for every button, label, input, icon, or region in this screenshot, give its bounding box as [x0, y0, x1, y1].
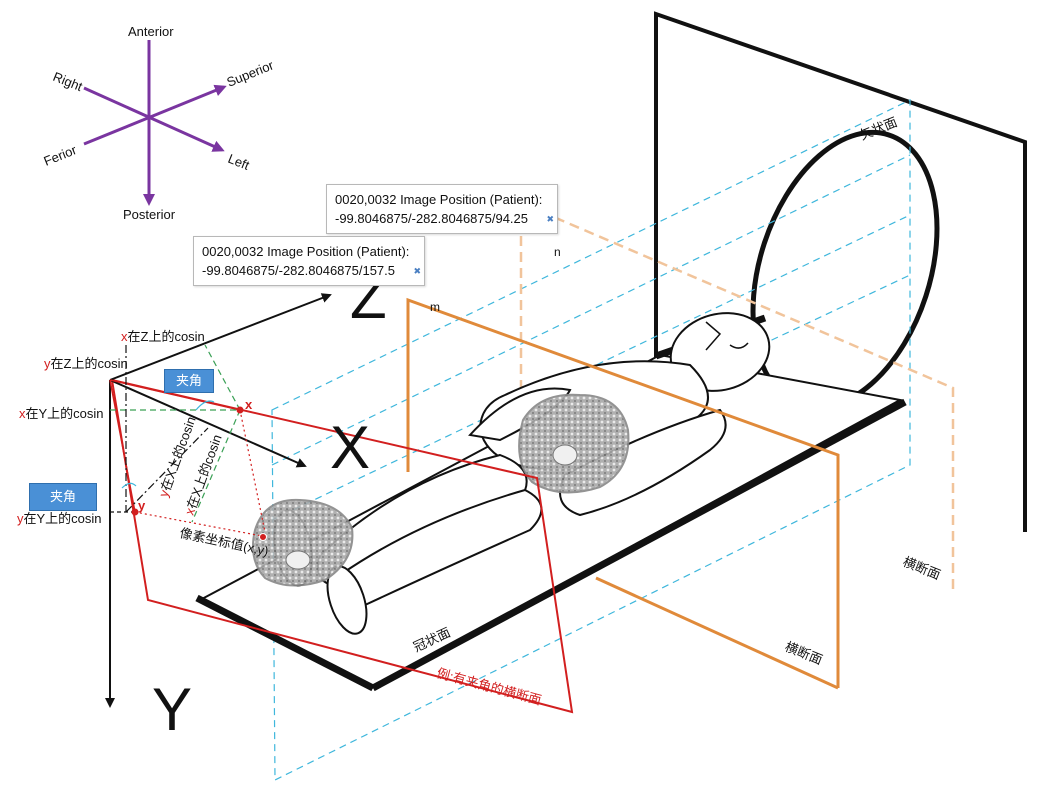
row-vector-letter: x — [245, 397, 253, 412]
ferior-superior-axis — [83, 84, 227, 146]
cosine-construction — [109, 344, 267, 541]
row-direction-vector — [109, 379, 241, 411]
column-vector-letter: y — [138, 498, 146, 513]
position-letter-m: m — [430, 300, 440, 314]
superior-label: Superior — [225, 57, 277, 90]
ct-slice-lower — [252, 498, 354, 587]
orientation-compass: Anterior Posterior Right Left Superior F… — [42, 24, 277, 222]
column-direction-vector — [109, 379, 136, 513]
x-on-z-cosine-label: x在Z上的cosin — [121, 329, 205, 344]
right-label: Right — [51, 69, 85, 94]
image-position-box-lower: 0020,0032 Image Position (Patient): -99.… — [193, 236, 425, 286]
oblique-transverse-plane — [110, 378, 574, 714]
patient-arm-left — [559, 408, 727, 517]
angle-tag-upper: 夹角 — [164, 369, 214, 393]
right-left-axis — [83, 86, 225, 152]
x-axis — [109, 379, 307, 468]
x-axis-label: X — [330, 414, 370, 481]
angle-tag-lower: 夹角 — [29, 483, 97, 511]
anchor-marker-icon: ✖ — [546, 214, 554, 224]
z-axis — [109, 293, 332, 381]
coordinate-axes — [105, 293, 332, 708]
left-label: Left — [226, 151, 252, 173]
position-letter-n: n — [554, 245, 561, 259]
image-position-value: -99.8046875/-282.8046875/94.25 — [335, 211, 529, 226]
x-on-y-cosine-label: x在Y上的cosin — [19, 406, 104, 421]
y-axis-label: Y — [152, 676, 192, 743]
y-on-z-cosine-label: y在Z上的cosin — [44, 356, 128, 371]
image-position-tag: 0020,0032 Image Position (Patient): — [335, 192, 543, 207]
posterior-label: Posterior — [123, 207, 176, 222]
image-position-tag: 0020,0032 Image Position (Patient): — [202, 244, 410, 259]
ferior-label: Ferior — [42, 142, 80, 169]
anchor-marker-icon: ✖ — [413, 266, 421, 276]
ct-slice-upper — [518, 393, 630, 494]
transverse-plane-solid — [406, 297, 840, 690]
image-position-value: -99.8046875/-282.8046875/157.5 — [202, 263, 396, 278]
anterior-label: Anterior — [128, 24, 174, 39]
transverse-plane-label-front: 横断面 — [783, 639, 825, 668]
image-position-box-upper: 0020,0032 Image Position (Patient): -99.… — [326, 184, 558, 234]
y-on-y-cosine-label: y在Y上的cosin — [17, 511, 102, 526]
transverse-plane-label-right: 横断面 — [901, 554, 943, 583]
oblique-plane-label: 例:有夹角的横断面 — [435, 665, 543, 707]
transverse-plane-dashed — [519, 201, 955, 595]
